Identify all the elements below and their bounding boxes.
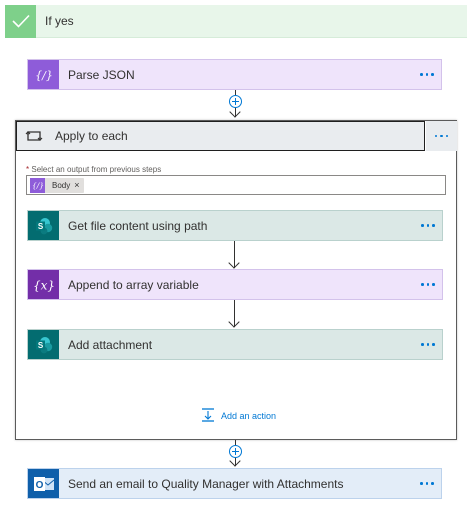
condition-yes-header[interactable]: If yes [5, 4, 467, 38]
more-options-icon[interactable] [413, 469, 441, 498]
outlook-icon: O [28, 469, 59, 498]
more-options-icon[interactable] [414, 330, 442, 359]
svg-text:{x}: {x} [32, 278, 54, 292]
svg-text:{/}: {/} [32, 181, 44, 190]
more-options-icon[interactable] [426, 121, 457, 151]
remove-token-icon[interactable]: × [74, 180, 80, 190]
insert-step-icon[interactable] [229, 445, 242, 458]
sharepoint-icon: S [28, 211, 59, 240]
body-token[interactable]: {/} Body × [30, 177, 84, 193]
apply-to-each-scope: Apply to each * Select an output from pr… [15, 120, 457, 440]
sharepoint-icon: S [28, 330, 59, 359]
add-action-icon [201, 408, 215, 424]
select-output-label: * Select an output from previous steps [26, 165, 162, 174]
apply-to-each-header[interactable]: Apply to each [16, 121, 425, 151]
apply-to-each-title: Apply to each [55, 129, 128, 143]
parse-json-icon: {/} [30, 177, 45, 193]
svg-text:{/}: {/} [35, 69, 53, 82]
connector-line [234, 300, 235, 327]
more-options-icon[interactable] [414, 211, 442, 240]
append-to-array-title: Append to array variable [68, 277, 199, 292]
select-output-field[interactable]: {/} Body × [26, 175, 446, 195]
svg-text:S: S [37, 222, 43, 231]
get-file-content-action[interactable]: S Get file content using path [27, 210, 443, 241]
arrow-down-icon [229, 455, 241, 467]
token-label: Body [52, 180, 71, 190]
send-email-action[interactable]: O Send an email to Quality Manager with … [27, 468, 442, 499]
checkmark-icon [5, 4, 36, 38]
condition-yes-label: If yes [45, 14, 74, 28]
arrow-down-icon [228, 257, 240, 269]
add-an-action-label: Add an action [221, 411, 277, 421]
insert-step-icon[interactable] [229, 95, 242, 108]
append-to-array-action[interactable]: {x} Append to array variable [27, 269, 443, 300]
loop-icon [17, 122, 50, 150]
connector-line [234, 241, 235, 268]
add-attachment-action[interactable]: S Add attachment [27, 329, 443, 360]
parse-json-title: Parse JSON [68, 67, 135, 82]
variable-icon: {x} [28, 270, 59, 299]
add-attachment-title: Add attachment [68, 337, 153, 352]
parse-json-action[interactable]: {/} Parse JSON [27, 59, 442, 90]
parse-json-icon: {/} [28, 60, 59, 89]
add-an-action-button[interactable]: Add an action [201, 408, 276, 424]
arrow-down-icon [228, 316, 240, 328]
svg-text:O: O [35, 480, 43, 491]
get-file-content-title: Get file content using path [68, 218, 208, 233]
arrow-down-icon [229, 106, 241, 118]
svg-text:S: S [37, 341, 43, 350]
more-options-icon[interactable] [413, 60, 441, 89]
send-email-title: Send an email to Quality Manager with At… [68, 476, 344, 491]
more-options-icon[interactable] [414, 270, 442, 299]
